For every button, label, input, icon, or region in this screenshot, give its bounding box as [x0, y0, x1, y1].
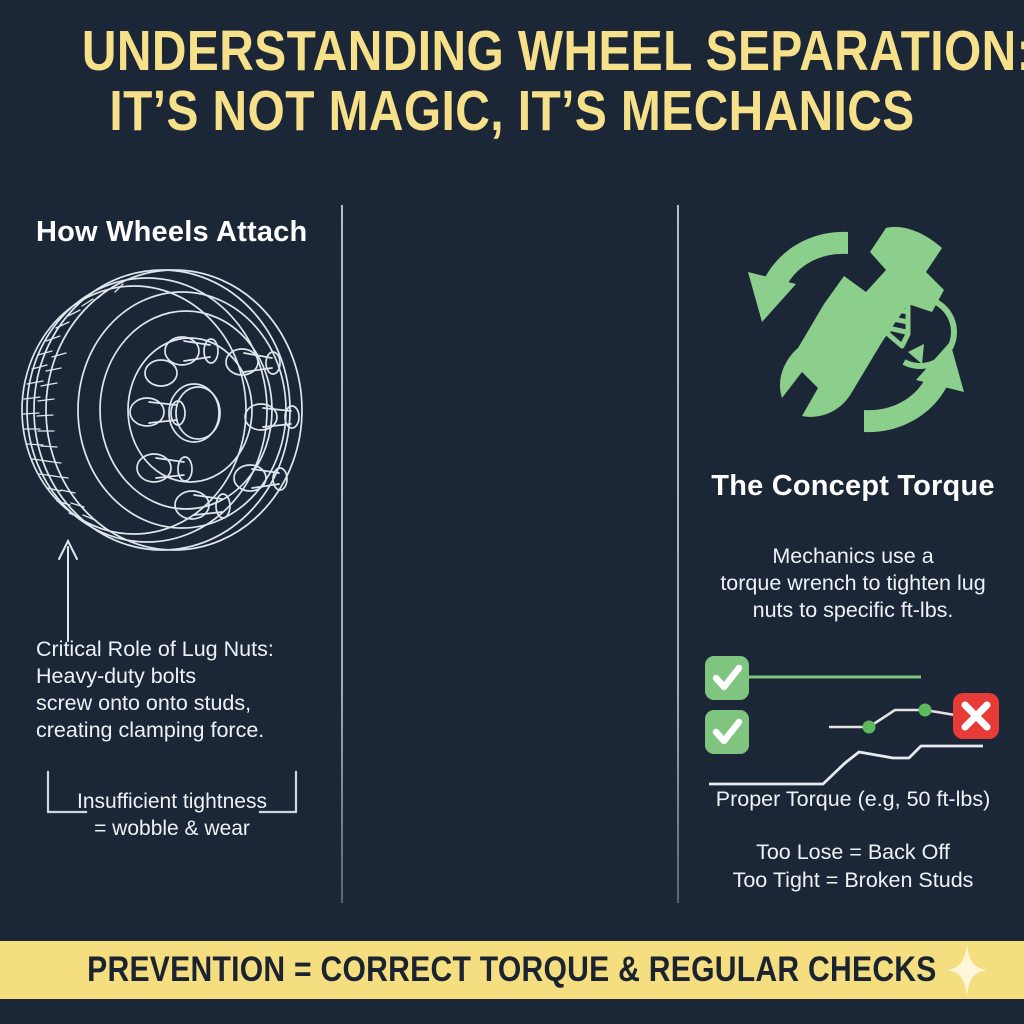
check-badge-2 — [705, 710, 749, 754]
mid-para-line-2: torque wrench to tighten lug — [720, 571, 986, 596]
left-para-line-2: Heavy-duty bolts — [36, 664, 197, 689]
column-divider-left — [341, 205, 343, 903]
mid-footer-line-2: Too Tight = Broken Studs — [732, 868, 974, 893]
sparkle-icon — [947, 944, 987, 996]
left-column-heading: How Wheels Attach — [36, 216, 308, 248]
callout-arrow-up — [58, 538, 78, 642]
mid-para-line-1: Mechanics use a — [772, 544, 934, 568]
bracket-note: Insufficient tightness = wobble & wear — [28, 788, 316, 843]
bracket-note-line-2: = wobble & wear — [94, 817, 250, 841]
wrench-rotation-bolt-icon — [748, 226, 964, 433]
left-para-line-3: screw onto onto studs, — [36, 691, 252, 716]
middle-column-heading: The Concept Torque — [711, 470, 995, 502]
prevention-banner: PREVENTION = CORRECT TORQUE & REGULAR CH… — [0, 941, 1024, 999]
bracket-frame — [46, 770, 298, 814]
middle-column-footer: Too Lose = Back Off Too Tight = Broken S… — [696, 838, 1010, 895]
chart-caption: Proper Torque (e.g, 50 ft-lbs) — [715, 787, 991, 811]
chart-marker-2 — [918, 703, 932, 717]
title-line-1: UNDERSTANDING WHEEL SEPARATION: — [81, 19, 1024, 83]
chart-series-baseline — [709, 744, 983, 786]
column-divider-right — [677, 205, 679, 903]
check-badge-1 — [705, 656, 749, 700]
x-badge — [953, 693, 999, 739]
page-title: UNDERSTANDING WHEEL SEPARATION: IT’S NOT… — [0, 19, 1024, 143]
banner-text: PREVENTION = CORRECT TORQUE & REGULAR CH… — [87, 950, 937, 989]
chart-marker-1 — [862, 720, 876, 734]
left-column-paragraph: Critical Role of Lug Nuts: Heavy-duty bo… — [36, 636, 336, 744]
bracket-note-line-1: Insufficient tightness — [77, 790, 267, 813]
wheel-hub-line-art — [21, 269, 303, 551]
torque-line-chart — [705, 656, 999, 786]
middle-column-paragraph: Mechanics use a torque wrench to tighten… — [696, 543, 1010, 624]
left-para-line-1: Critical Role of Lug Nuts: — [36, 637, 274, 661]
title-line-2: IT’S NOT MAGIC, IT’S MECHANICS — [109, 78, 915, 143]
left-para-line-4: creating clamping force. — [36, 718, 265, 743]
mid-para-line-3: nuts to specific ft-lbs. — [752, 598, 954, 623]
chart-series-over-torque — [829, 708, 962, 729]
mid-footer-line-1: Too Lose = Back Off — [756, 840, 950, 864]
